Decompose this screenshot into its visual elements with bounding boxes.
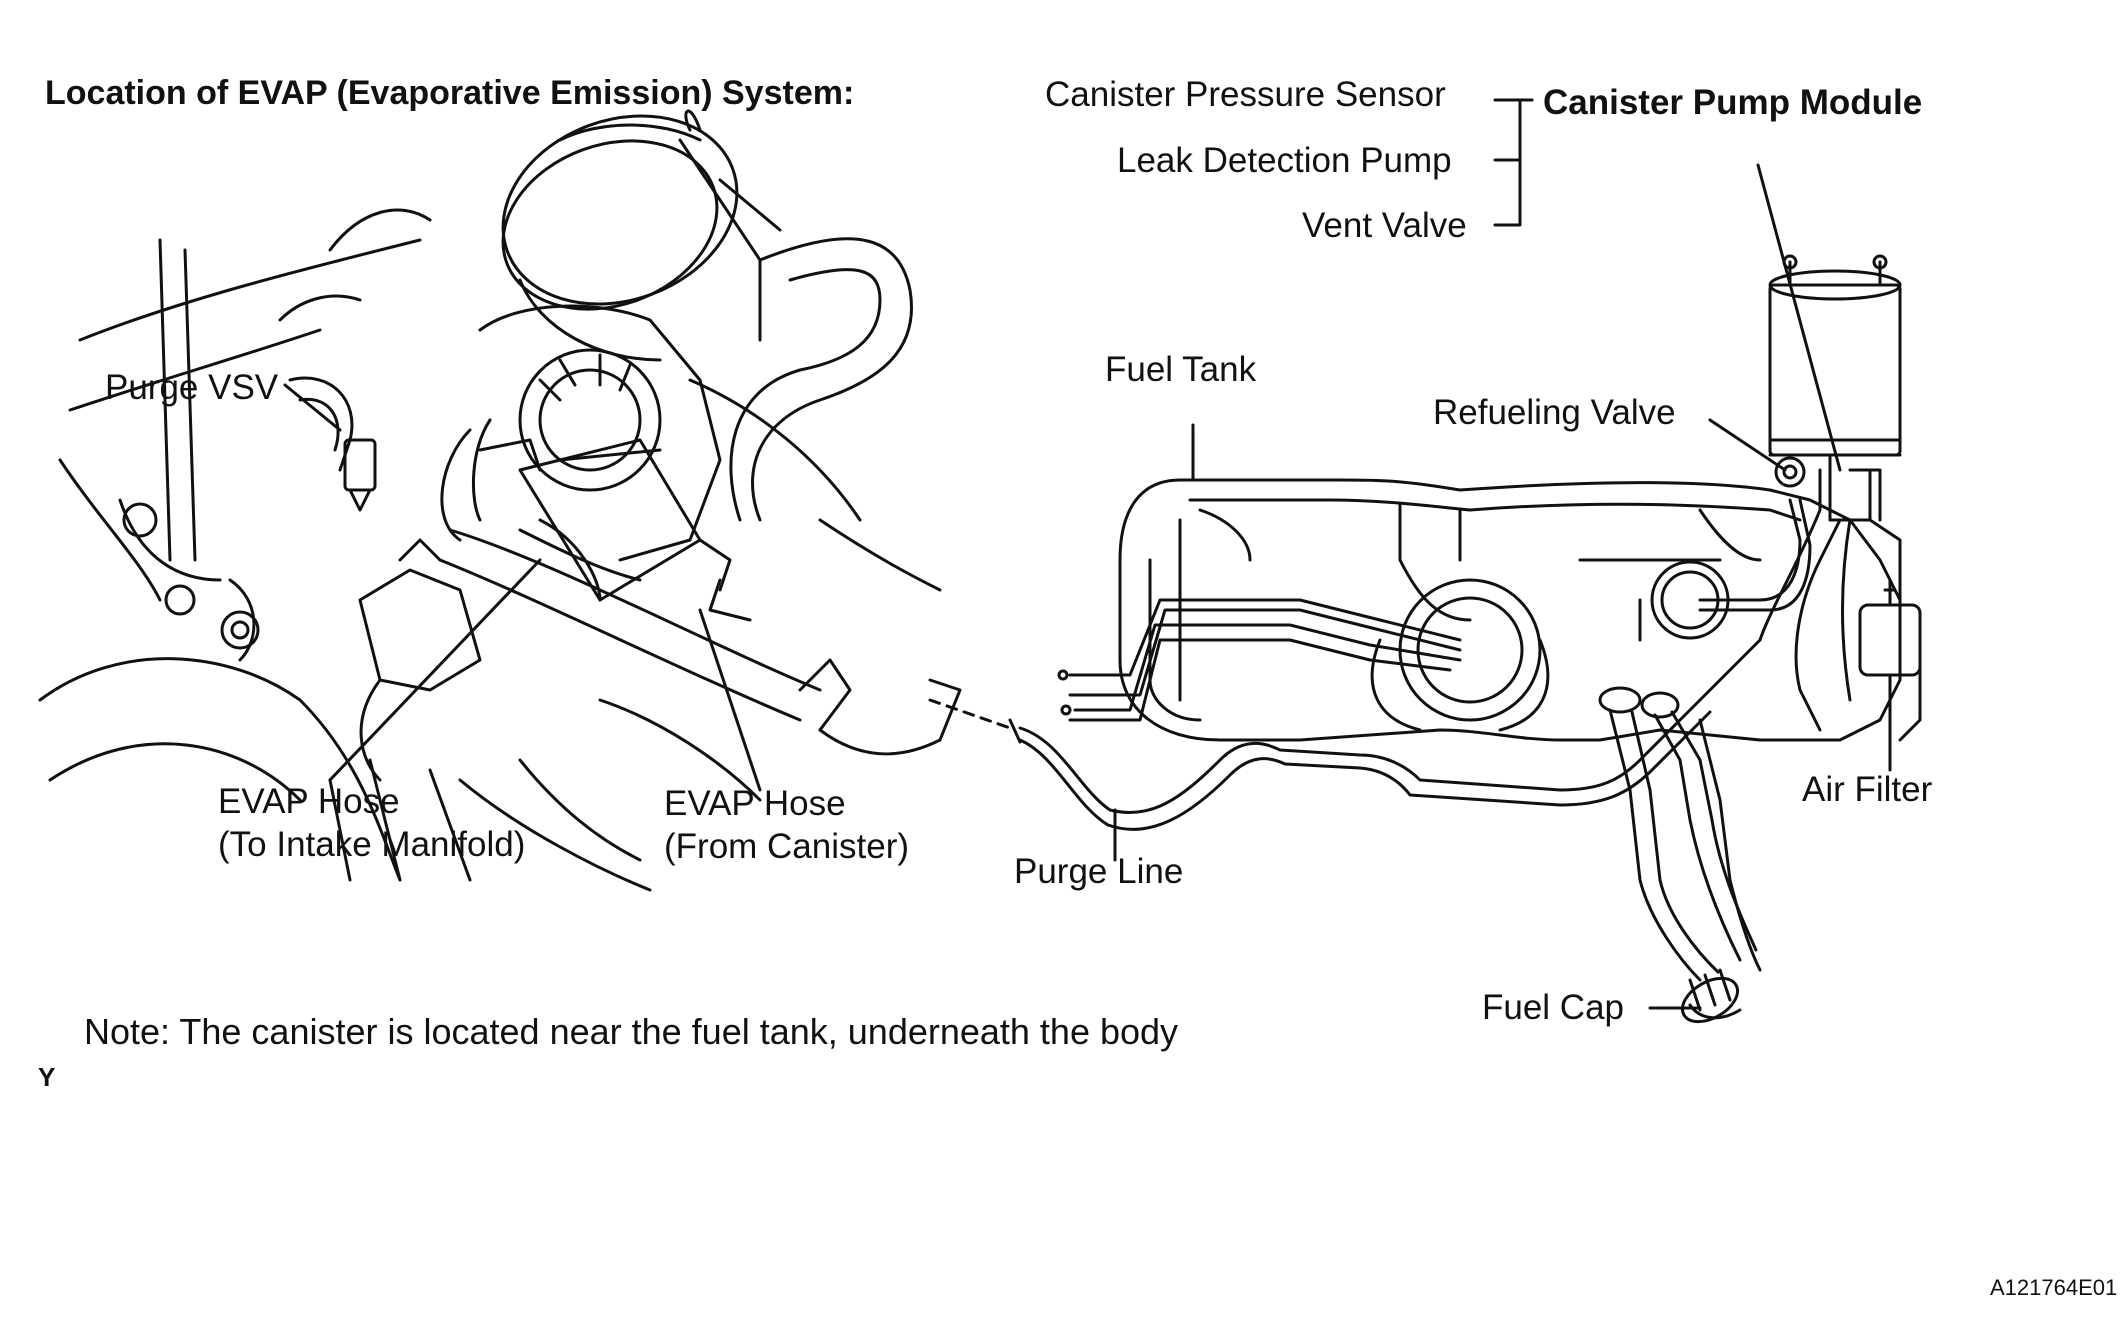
bracket-canister-pump-module bbox=[1493, 98, 1534, 227]
label-fuel-tank: Fuel Tank bbox=[1105, 350, 1257, 389]
corner-mark: Y bbox=[38, 1062, 56, 1092]
canister-pump-module-drawing bbox=[1768, 254, 1922, 742]
label-leak-detection-pump: Leak Detection Pump bbox=[1117, 141, 1452, 180]
figure-id: A121764E01 bbox=[1990, 1275, 2118, 1300]
label-air-filter: Air Filter bbox=[1802, 770, 1933, 809]
label-canister-pump-module: Canister Pump Module bbox=[1543, 83, 1923, 122]
leader-evap-hose-canister bbox=[698, 608, 762, 792]
leader-canister-pump-module bbox=[1756, 163, 1842, 472]
fuel-filler-neck-drawing bbox=[1598, 686, 1762, 1024]
label-vent-valve: Vent Valve bbox=[1302, 206, 1467, 245]
note-text: Note: The canister is located near the f… bbox=[84, 1011, 1179, 1052]
label-refueling-valve: Refueling Valve bbox=[1433, 393, 1676, 432]
diagram-title: Location of EVAP (Evaporative Emission) … bbox=[45, 74, 855, 112]
label-purge-line: Purge Line bbox=[1014, 852, 1184, 891]
label-evap-hose-intake-line1: EVAP Hose bbox=[218, 782, 400, 821]
leader-purge-vsv bbox=[283, 383, 342, 432]
leader-refueling-valve bbox=[1708, 418, 1787, 472]
label-fuel-cap: Fuel Cap bbox=[1482, 988, 1625, 1027]
label-evap-hose-canister-line2: (From Canister) bbox=[664, 827, 910, 866]
label-canister-pressure-sensor: Canister Pressure Sensor bbox=[1045, 75, 1446, 114]
fuel-tank-drawing bbox=[1008, 468, 1902, 831]
label-purge-vsv: Purge VSV bbox=[105, 368, 279, 407]
engine-compartment-drawing bbox=[38, 109, 962, 892]
dashed-purge-connection bbox=[928, 698, 1012, 730]
label-evap-hose-canister-line1: EVAP Hose bbox=[664, 784, 846, 823]
label-evap-hose-intake-line2: (To Intake Manifold) bbox=[218, 825, 526, 864]
leader-evap-hose-intake bbox=[328, 558, 542, 782]
